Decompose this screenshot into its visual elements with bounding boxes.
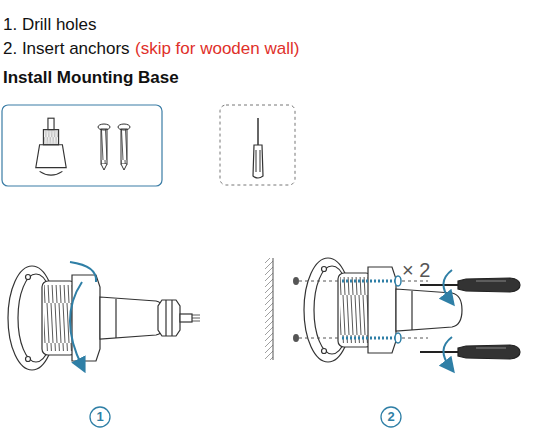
rotate-arrow <box>443 270 452 300</box>
mounting-base <box>304 258 462 362</box>
quantity-label: × 2 <box>402 258 430 282</box>
rotate-arrow <box>70 282 82 366</box>
wall-hole <box>293 334 299 342</box>
screw <box>299 333 428 343</box>
callout-number: 1 <box>89 408 111 426</box>
step-text: 2. Insert anchors <box>3 39 130 59</box>
wall-hole <box>293 277 299 285</box>
section-heading: Install Mounting Base <box>3 68 179 88</box>
wall <box>273 258 274 360</box>
rotate-arrow <box>443 337 452 367</box>
parts-box <box>2 105 162 186</box>
mounting-base <box>8 266 200 370</box>
screwdriver-icon <box>253 118 263 178</box>
callout-circle: 2 <box>380 406 402 428</box>
callout-circle: 1 <box>89 406 111 428</box>
tool-box <box>220 105 295 185</box>
wall <box>265 258 273 360</box>
screwdriver <box>420 278 520 359</box>
rotate-arrow <box>70 262 96 282</box>
mount-base-icon <box>36 118 66 175</box>
screw-icons <box>98 124 130 170</box>
note-text: (skip for wooden wall) <box>135 39 299 59</box>
step-text: 1. Drill holes <box>3 15 97 35</box>
callout-number: 2 <box>380 408 402 426</box>
